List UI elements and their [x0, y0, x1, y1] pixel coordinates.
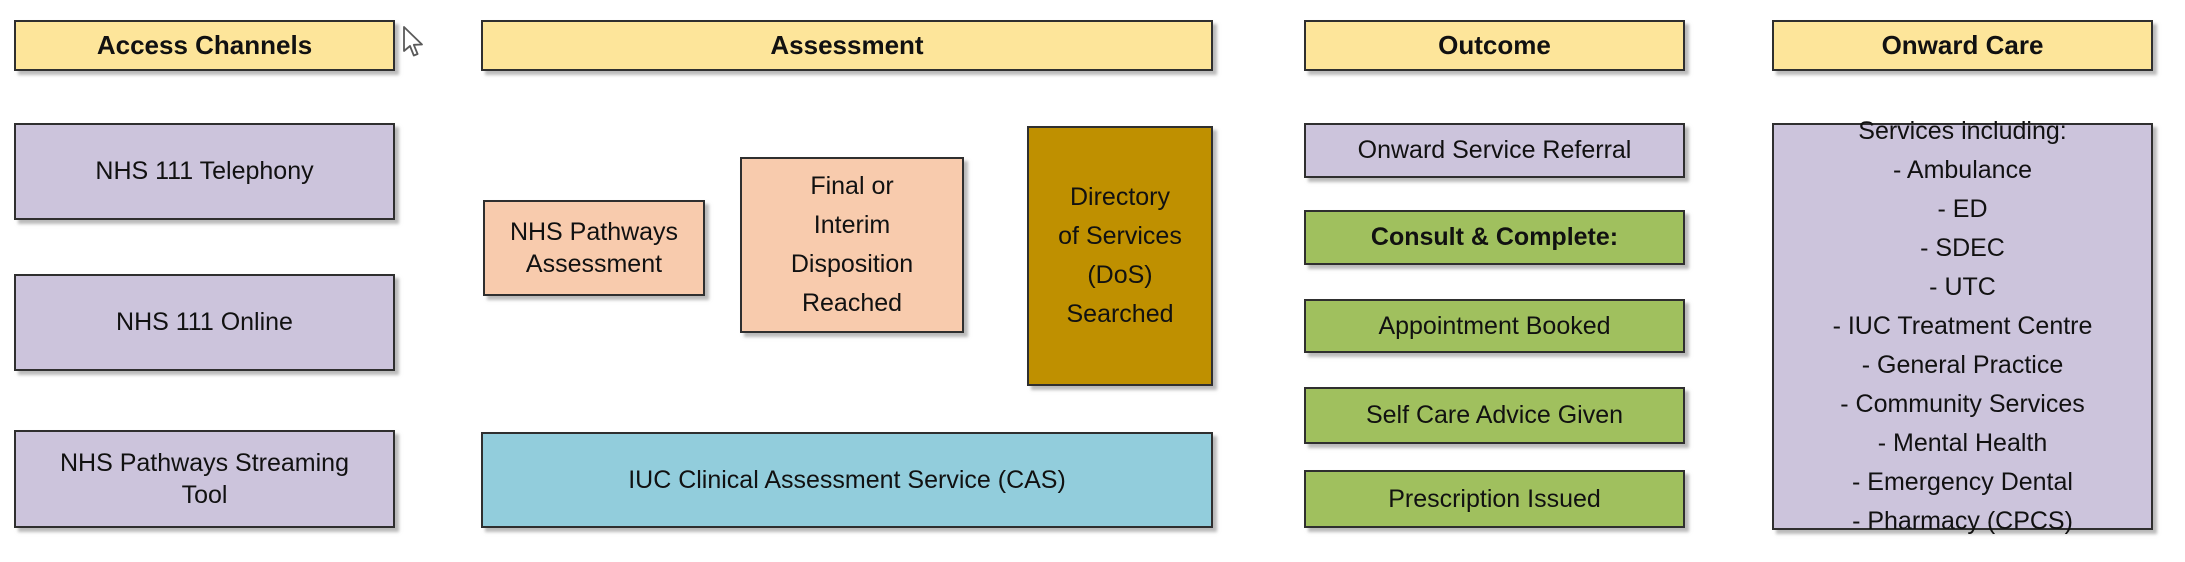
service-line: - General Practice	[1861, 351, 2064, 379]
header-outcome: Outcome	[1304, 20, 1685, 71]
disposition-line: Reached	[801, 289, 903, 317]
dos-line: Directory	[1069, 183, 1170, 211]
box-nhs-111-telephony: NHS 111 Telephony	[14, 123, 395, 220]
box-self-care-advice: Self Care Advice Given	[1304, 387, 1685, 444]
service-line: - Ambulance	[1893, 156, 2032, 184]
disposition-line: Final or	[810, 172, 894, 200]
box-dos-searched: Directory of Services (DoS) Searched	[1027, 126, 1213, 386]
service-line: - Community Services	[1840, 390, 2085, 418]
box-onward-care-services: Services including: - Ambulance - ED - S…	[1772, 117, 2153, 535]
box-nhs-111-online: NHS 111 Online	[14, 274, 395, 371]
service-line: - ED	[1937, 195, 1988, 223]
dos-line: (DoS)	[1087, 261, 1153, 289]
dos-line: of Services	[1058, 222, 1182, 250]
box-appointment-booked: Appointment Booked	[1304, 299, 1685, 353]
box-consult-complete: Consult & Complete:	[1304, 210, 1685, 265]
box-onward-service-referral: Onward Service Referral	[1304, 123, 1685, 178]
service-line: - Pharmacy (CPCS)	[1852, 507, 2073, 535]
box-nhs-pathways-assessment: NHS Pathways Assessment	[483, 200, 705, 296]
service-line: - UTC	[1929, 273, 1996, 301]
service-line: - IUC Treatment Centre	[1832, 312, 2093, 340]
streaming-tool-label: NHS Pathways Streaming Tool	[59, 448, 349, 510]
service-line: - Emergency Dental	[1852, 468, 2073, 496]
disposition-line: Interim	[813, 211, 891, 239]
box-prescription-issued: Prescription Issued	[1304, 470, 1685, 528]
onward-care-title: Services including:	[1858, 117, 2067, 145]
service-line: - Mental Health	[1877, 429, 2048, 457]
dos-line: Searched	[1066, 300, 1174, 328]
mouse-cursor-icon	[403, 26, 423, 57]
header-onward-care: Onward Care	[1772, 20, 2153, 71]
box-final-interim-disposition: Final or Interim Disposition Reached	[740, 157, 964, 333]
service-line: - SDEC	[1920, 234, 2005, 262]
disposition-line: Disposition	[790, 250, 914, 278]
box-nhs-pathways-streaming-tool: NHS Pathways Streaming Tool	[14, 430, 395, 528]
box-iuc-cas: IUC Clinical Assessment Service (CAS)	[481, 432, 1213, 528]
header-assessment: Assessment	[481, 20, 1213, 71]
header-access-channels: Access Channels	[14, 20, 395, 71]
